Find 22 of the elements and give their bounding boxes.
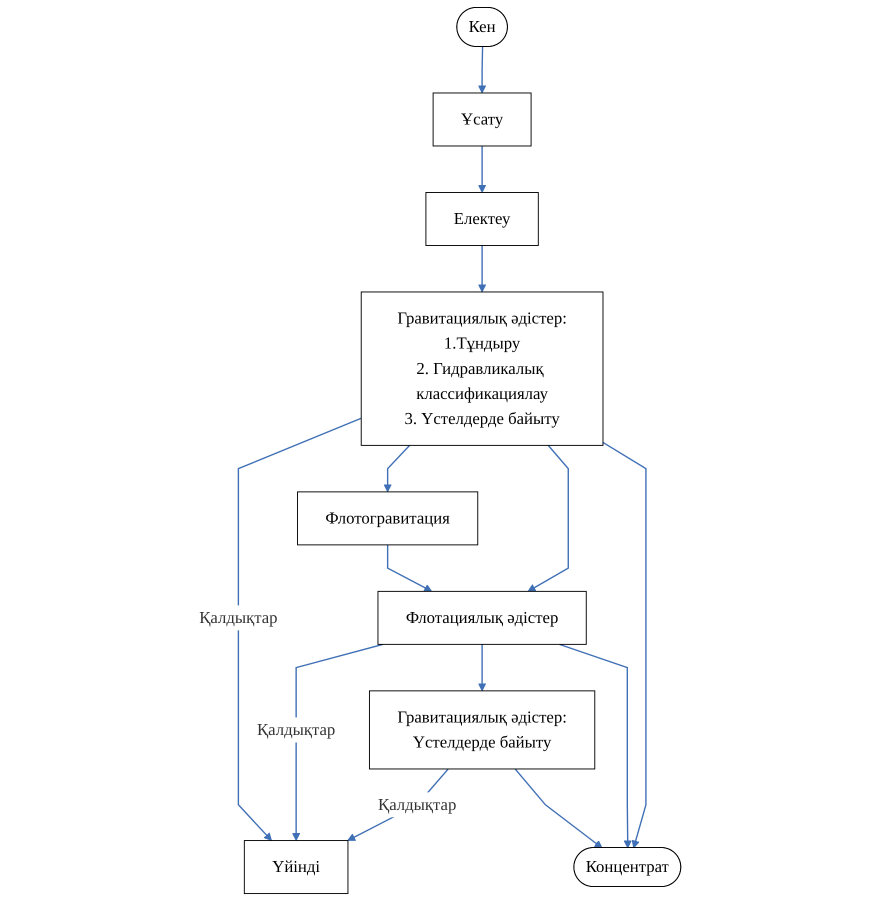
arrow [528,444,569,592]
arrow [514,768,602,848]
node-box: Ұсату [432,92,532,146]
arrow [478,644,486,692]
node-box: Електеу [425,192,539,246]
arrow [478,46,486,94]
edge-label: Қалдықтар [378,795,456,814]
arrow [384,444,410,492]
node-box: Гравитациялық әдістер: 1.Тұндыру 2. Гидравликалық классификациялау 3. Үстелдерде байыту [360,292,604,446]
arrow [386,544,432,592]
arrow [478,245,486,292]
node-box: Үйінді [244,840,348,894]
arrow [292,644,384,841]
arrow [478,146,486,193]
arrow [559,644,632,848]
arrow [238,418,362,841]
arrow [602,442,647,848]
edge-label: Қалдықтар [199,608,278,627]
edge-label: Қалдықтар [256,720,336,739]
node-box: Флотогравитация [297,491,478,546]
node-box: Флотациялық әдістер [378,590,587,645]
node-box: Гравитациялық әдістер: Үстелдерде байыту [368,690,596,770]
